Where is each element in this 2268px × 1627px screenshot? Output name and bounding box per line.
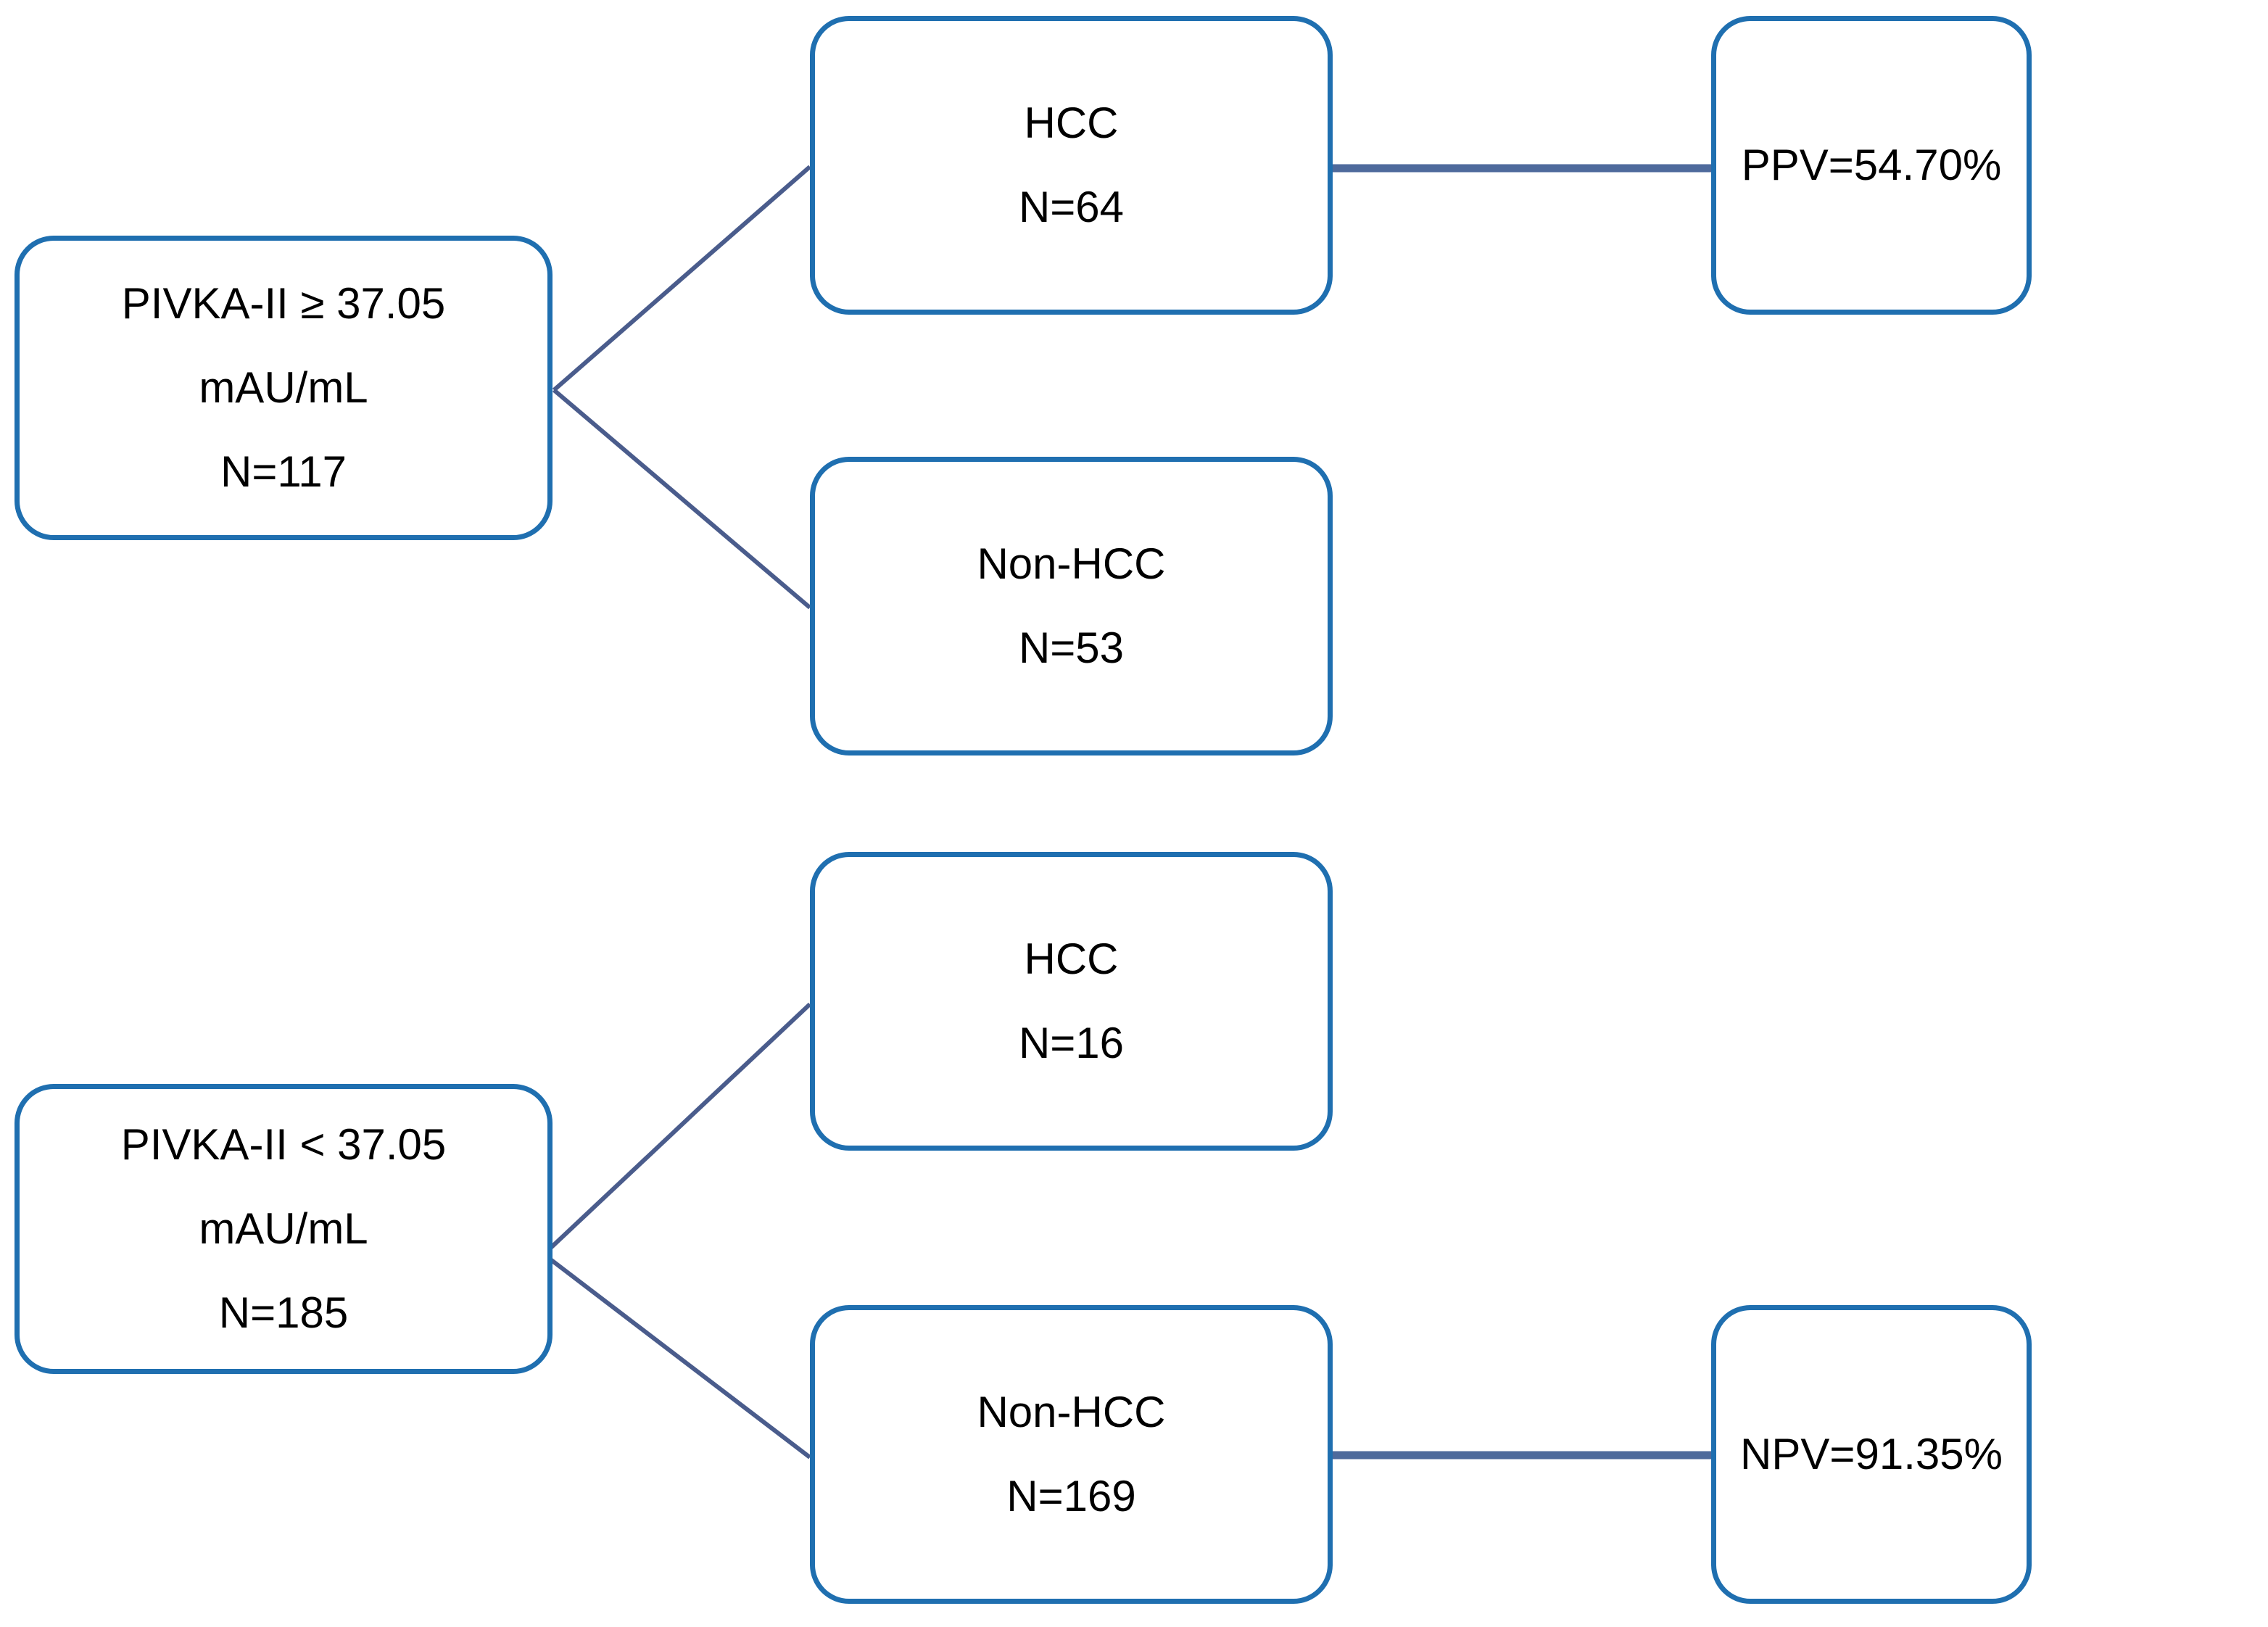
- node-nonhcc-high-line-2: N=53: [1018, 624, 1125, 672]
- node-ppv-line-1: PPV=54.70%: [1741, 141, 2002, 189]
- edge-pivka-low-to-nonhcc-low: [542, 1252, 811, 1460]
- node-npv[interactable]: NPV=91.35%: [1711, 1305, 2032, 1604]
- node-nonhcc-low-line-1: Non-HCC: [977, 1388, 1166, 1436]
- node-pivka-high-line-3: N=117: [220, 447, 347, 496]
- node-pivka-low-line-1: PIVKA-II < 37.05: [120, 1120, 447, 1169]
- node-nonhcc-low-line-2: N=169: [1006, 1472, 1136, 1520]
- node-hcc-low[interactable]: HCC N=16: [810, 852, 1333, 1151]
- node-hcc-low-line-1: HCC: [1024, 935, 1119, 983]
- edge-pivka-low-to-hcc-low: [542, 1002, 812, 1257]
- node-hcc-high-line-1: HCC: [1024, 99, 1119, 147]
- edge-pivka-high-to-hcc-high: [552, 165, 811, 392]
- node-pivka-low-line-3: N=185: [218, 1288, 349, 1337]
- node-pivka-high-line-2: mAU/mL: [199, 363, 368, 412]
- node-hcc-high-line-2: N=64: [1018, 183, 1125, 231]
- node-pivka-low-line-2: mAU/mL: [199, 1204, 368, 1253]
- node-npv-line-1: NPV=91.35%: [1740, 1430, 2003, 1478]
- node-pivka-high-line-1: PIVKA-II ≥ 37.05: [121, 279, 446, 328]
- edge-pivka-high-to-nonhcc-high: [552, 388, 811, 610]
- node-pivka-low[interactable]: PIVKA-II < 37.05 mAU/mL N=185: [15, 1084, 552, 1374]
- node-nonhcc-high[interactable]: Non-HCC N=53: [810, 457, 1333, 755]
- node-nonhcc-low[interactable]: Non-HCC N=169: [810, 1305, 1333, 1604]
- node-hcc-high[interactable]: HCC N=64: [810, 16, 1333, 315]
- node-ppv[interactable]: PPV=54.70%: [1711, 16, 2032, 315]
- node-nonhcc-high-line-1: Non-HCC: [977, 539, 1166, 588]
- node-hcc-low-line-2: N=16: [1018, 1019, 1125, 1067]
- node-pivka-high[interactable]: PIVKA-II ≥ 37.05 mAU/mL N=117: [15, 236, 552, 540]
